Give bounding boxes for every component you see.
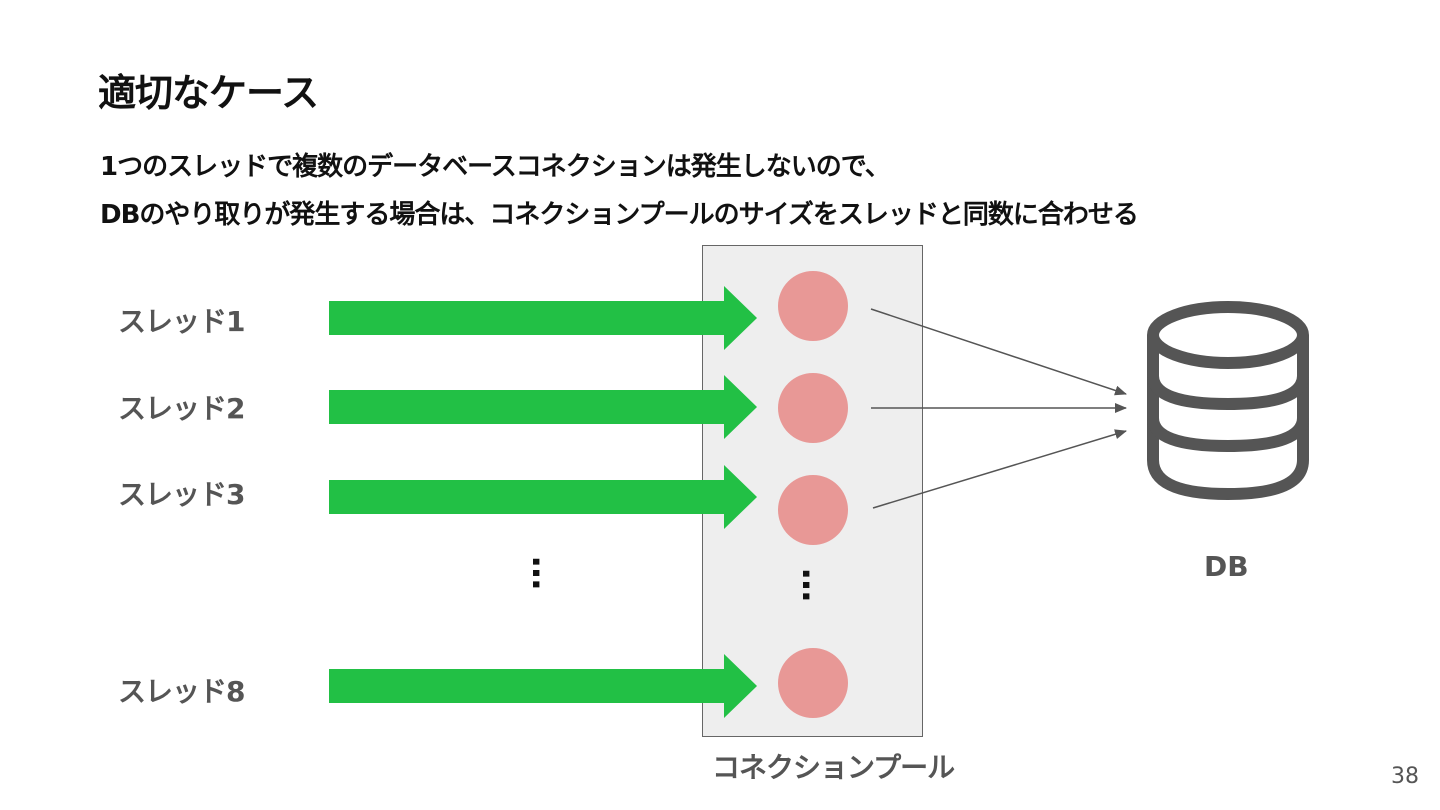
thread-arrow-3: [329, 465, 757, 529]
connection-1: [778, 271, 848, 341]
connection-line-3: [872, 429, 1127, 509]
connections-ellipsis: …: [794, 568, 834, 602]
page-number: 38: [1391, 764, 1419, 789]
connection-pool-label: コネクションプール: [712, 751, 955, 784]
thread-label-1: スレッド1: [118, 305, 245, 338]
thread-arrow-1: [329, 286, 757, 350]
connection-8: [778, 648, 848, 718]
db-label: DB: [1204, 550, 1249, 583]
threads-ellipsis: …: [524, 556, 564, 590]
thread-label-2: スレッド2: [118, 392, 245, 425]
thread-arrow-2: [329, 375, 757, 439]
connection-line-1: [870, 308, 1127, 396]
description-line-2: DBのやり取りが発生する場合は、コネクションプールのサイズをスレッドと同数に合わ…: [100, 200, 1139, 230]
slide-title: 適切なケース: [98, 71, 319, 115]
database-icon: [1147, 301, 1309, 500]
thread-arrow-8: [329, 654, 757, 718]
thread-label-3: スレッド3: [118, 478, 245, 511]
connection-2: [778, 373, 848, 443]
description-line-1: 1つのスレッドで複数のデータベースコネクションは発生しないので、: [100, 152, 891, 182]
thread-label-8: スレッド8: [118, 675, 245, 708]
connection-3: [778, 475, 848, 545]
